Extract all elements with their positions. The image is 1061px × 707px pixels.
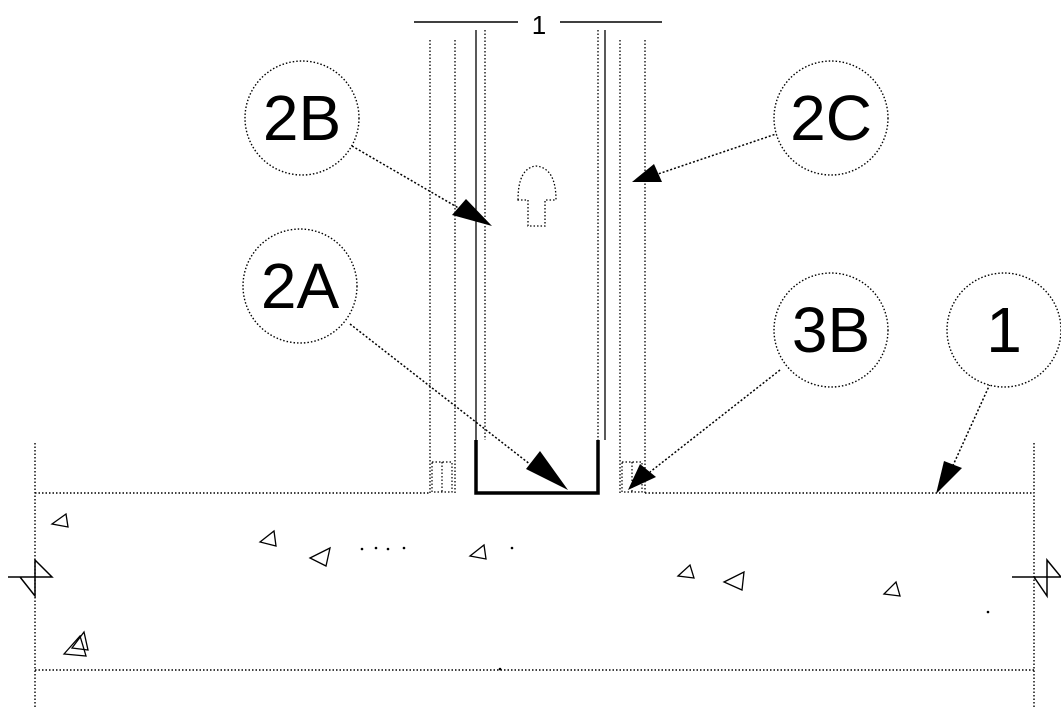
concrete-aggregate-symbols: [50, 512, 901, 657]
top-label: 1: [532, 10, 546, 40]
base-sealant-left: [431, 461, 453, 493]
break-line-right: [1012, 557, 1061, 599]
wall-assembly: [429, 40, 646, 493]
callout-1: 1: [946, 272, 1061, 388]
callout-2b: 2B: [244, 60, 360, 176]
callout-label: 3B: [792, 294, 870, 366]
leader-arrowheads: [452, 164, 962, 494]
callout-label: 1: [986, 294, 1022, 366]
up-arrow-icon: [517, 165, 557, 227]
callout-3b: 3B: [773, 272, 889, 388]
callout-label: 2C: [790, 82, 872, 154]
stud-frame: [475, 30, 606, 440]
callout-2c: 2C: [773, 60, 889, 176]
bottom-track: [474, 440, 600, 495]
concrete-slab: [34, 443, 1035, 707]
break-line-left: [8, 558, 54, 599]
leader-lines: [349, 131, 991, 473]
callout-2a: 2A: [242, 228, 358, 344]
callout-label: 2B: [263, 82, 341, 154]
concrete-dots: [360, 546, 990, 671]
callout-label: 2A: [261, 250, 340, 322]
